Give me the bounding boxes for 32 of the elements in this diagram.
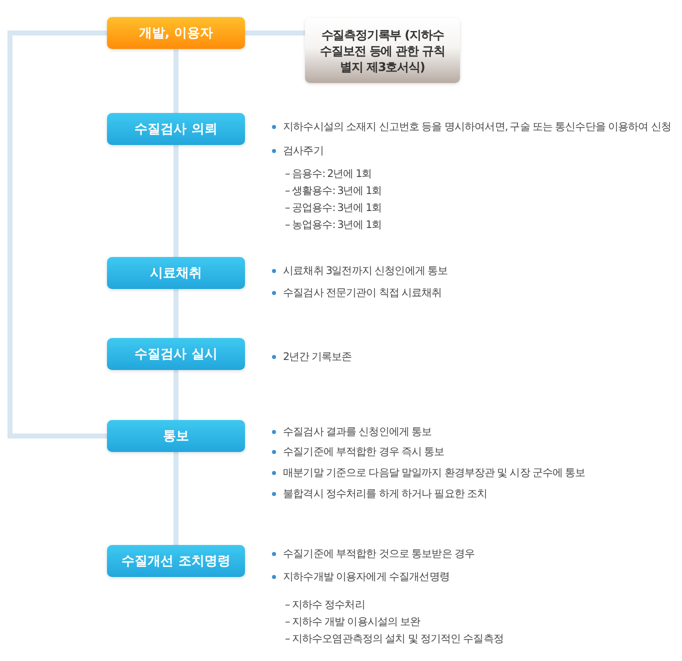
- sub-item-text: – 지하수 개발 이용시설의 보완: [285, 615, 420, 629]
- process-box: 수질검사 의뢰: [107, 113, 245, 145]
- connector-line: [174, 370, 178, 420]
- bullet-text: 2년간 기록보존: [272, 350, 352, 364]
- bullet-text: 불합격시 정수처리를 하게 하거나 필요한 조치: [272, 487, 488, 501]
- bullet-text: 시료채취 3일전까지 신청인에게 통보: [272, 264, 448, 278]
- sub-item-text: – 음용수: 2년에 1회: [285, 167, 372, 181]
- bullet-text: 수질검사 전문기관이 칙접 시료채취: [272, 286, 442, 300]
- sub-item-text: – 지하수 정수처리: [285, 598, 365, 612]
- bullet-text: 수질검사 결과를 신청인에게 통보: [272, 425, 432, 439]
- sub-item-text: – 생활용수: 3년에 1회: [285, 184, 382, 198]
- connector-line: [8, 30, 107, 438]
- sub-item-text: – 공업용수: 3년에 1회: [285, 201, 382, 215]
- bullet-text: 검사주기: [272, 144, 324, 158]
- connector-line: [245, 30, 305, 36]
- record-form-box: 수질측정기록부 (지하수 수질보전 등에 관한 규칙 별지 제3호서식): [305, 18, 460, 83]
- bullet-text: 매분기말 기준으로 다음달 말일까지 환경부장관 및 시장 군수에 통보: [272, 466, 586, 480]
- bullet-text: 지하수개발 이용자에게 수질개선명령: [272, 570, 450, 584]
- process-box: 시료채취: [107, 257, 245, 289]
- sub-item-text: – 농업용수: 3년에 1회: [285, 218, 382, 232]
- connector-line: [174, 145, 178, 257]
- process-box: 수질개선 조치명령: [107, 545, 245, 577]
- bullet-text: 지하수시설의 소재지 신고번호 등을 명시하여서면, 구술 또는 통신수단을 이용하여 신청: [272, 120, 671, 134]
- process-box: 통보: [107, 420, 245, 452]
- sub-item-text: – 지하수오염관측정의 설치 및 정기적인 수질측정: [285, 632, 504, 646]
- bullet-text: 수질기준에 부적합한 것으로 통보받은 경우: [272, 547, 475, 561]
- process-box: 수질검사 실시: [107, 338, 245, 370]
- connector-line: [174, 49, 178, 113]
- connector-line: [174, 452, 178, 545]
- actor-box: 개발, 이용자: [107, 17, 245, 49]
- bullet-text: 수질기준에 부적합한 경우 즉시 통보: [272, 445, 444, 459]
- connector-line: [174, 289, 178, 338]
